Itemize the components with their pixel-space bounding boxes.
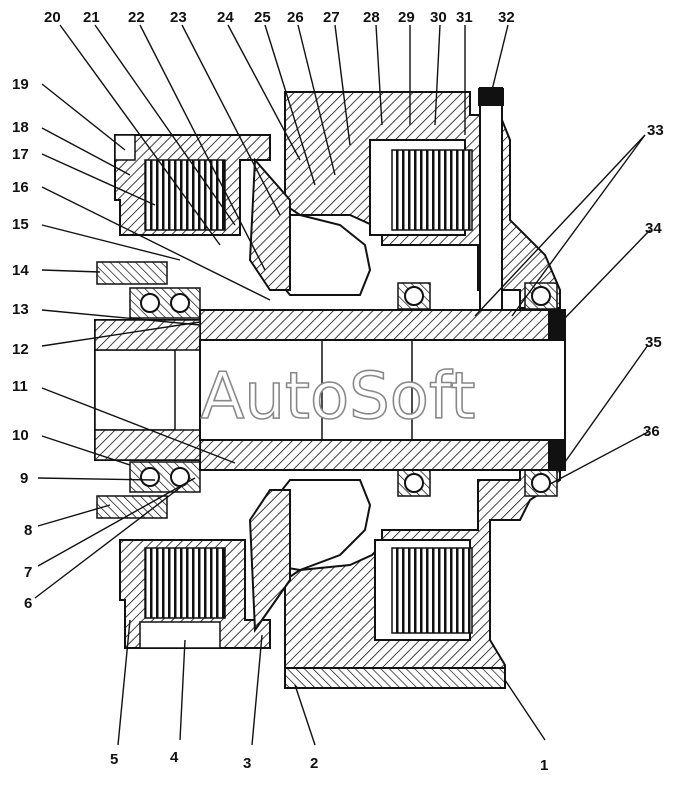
callout-32: 32 bbox=[498, 9, 515, 26]
callout-9: 9 bbox=[20, 470, 28, 487]
callout-14: 14 bbox=[12, 262, 29, 279]
callout-26: 26 bbox=[287, 9, 304, 26]
callout-25: 25 bbox=[254, 9, 271, 26]
central-drum bbox=[248, 157, 372, 633]
callout-17: 17 bbox=[12, 146, 29, 163]
callout-21: 21 bbox=[83, 9, 100, 26]
callout-28: 28 bbox=[363, 9, 380, 26]
callout-2: 2 bbox=[310, 755, 318, 772]
callout-3: 3 bbox=[243, 755, 251, 772]
callout-13: 13 bbox=[12, 301, 29, 318]
bearings bbox=[129, 282, 558, 497]
callout-31: 31 bbox=[456, 9, 473, 26]
callout-7: 7 bbox=[24, 564, 32, 581]
callout-18: 18 bbox=[12, 119, 29, 136]
callout-23: 23 bbox=[170, 9, 187, 26]
left-clutch-top bbox=[114, 134, 271, 236]
callout-34: 34 bbox=[645, 220, 662, 237]
main-shaft bbox=[94, 309, 566, 471]
callouts: 1 2 3 4 5 6 7 8 9 10 11 12 13 14 15 16 1… bbox=[12, 9, 664, 774]
bolts bbox=[96, 87, 504, 519]
callout-30: 30 bbox=[430, 9, 447, 26]
callout-8: 8 bbox=[24, 522, 32, 539]
callout-19: 19 bbox=[12, 76, 29, 93]
watermark: AutoSoft bbox=[201, 360, 476, 434]
callout-1: 1 bbox=[540, 757, 548, 774]
callout-22: 22 bbox=[128, 9, 145, 26]
callout-16: 16 bbox=[12, 179, 29, 196]
callout-20: 20 bbox=[44, 9, 61, 26]
callout-12: 12 bbox=[12, 341, 29, 358]
callout-15: 15 bbox=[12, 216, 29, 233]
callout-5: 5 bbox=[110, 751, 118, 768]
callout-27: 27 bbox=[323, 9, 340, 26]
callout-35: 35 bbox=[645, 334, 662, 351]
left-clutch-bottom bbox=[119, 539, 271, 649]
callout-6: 6 bbox=[24, 595, 32, 612]
housing-bottom bbox=[284, 469, 561, 689]
callout-10: 10 bbox=[12, 427, 29, 444]
callout-33: 33 bbox=[647, 122, 664, 139]
callout-29: 29 bbox=[398, 9, 415, 26]
callout-24: 24 bbox=[217, 9, 234, 26]
callout-36: 36 bbox=[643, 423, 660, 440]
callout-4: 4 bbox=[170, 749, 179, 766]
callout-11: 11 bbox=[12, 378, 28, 395]
